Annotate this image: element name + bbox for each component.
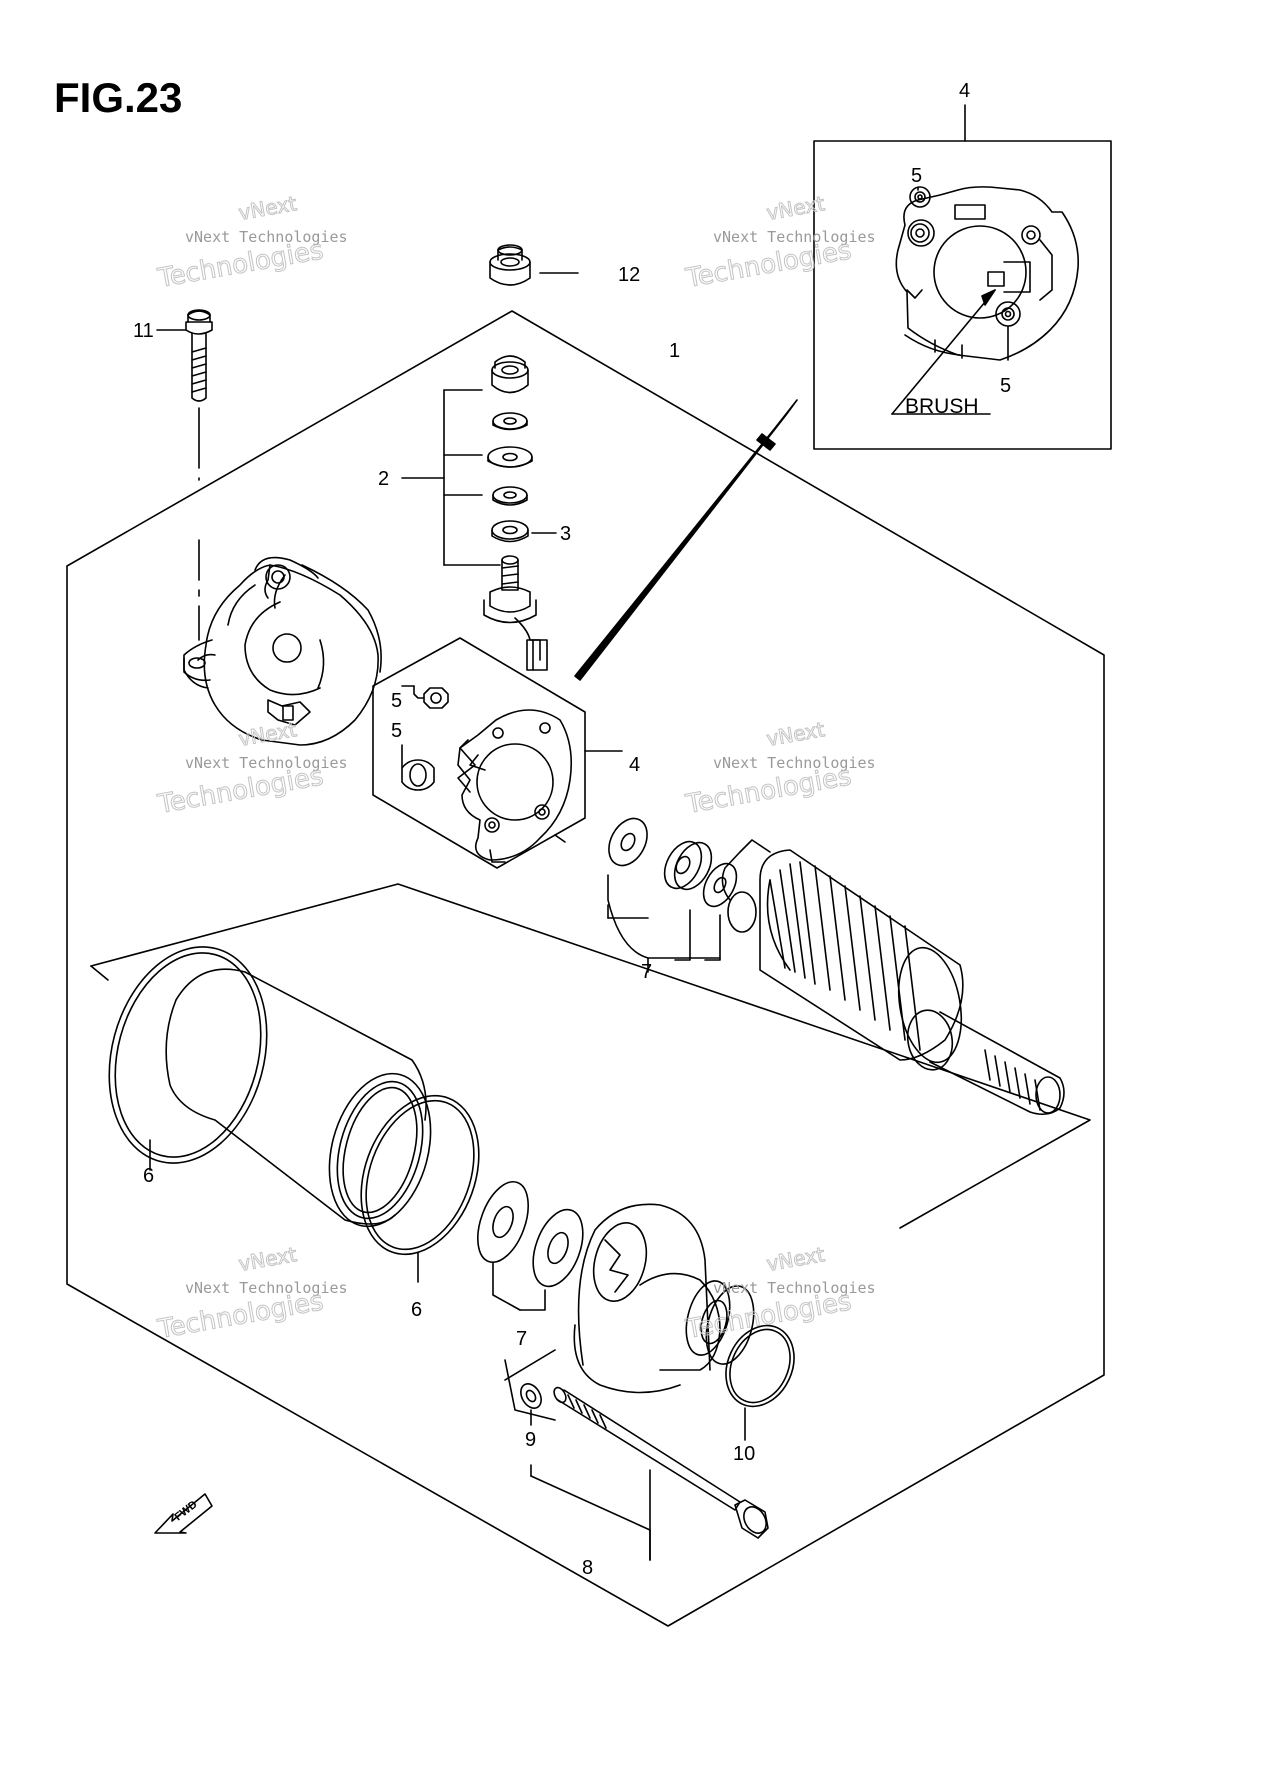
watermark-text: vNext Technologies — [713, 754, 876, 772]
callout-5-spring: 5 — [391, 720, 402, 742]
callout-12: 12 — [618, 264, 640, 286]
callout-4: 4 — [629, 754, 640, 776]
watermark-text: vNext Technologies — [713, 1279, 876, 1297]
callout-5-screw: 5 — [391, 690, 402, 712]
watermark-text: vNext Technologies — [185, 1279, 348, 1297]
watermark-group: vNext vNext Technologies Technologies vN… — [155, 191, 876, 1346]
callout-4-detail: 4 — [959, 80, 970, 102]
watermark-brand: vNext — [237, 191, 299, 225]
brush-holder-detail — [891, 186, 1079, 415]
watermark-brand: vNext — [765, 717, 827, 751]
fwd-arrow-icon — [154, 1493, 213, 1534]
watermark-brand: vNext — [237, 1242, 299, 1276]
watermark-text: vNext Technologies — [185, 228, 348, 246]
callout-5-detail-bottom: 5 — [1000, 375, 1011, 397]
callout-6-left: 6 — [143, 1165, 154, 1187]
callout-6-middle: 6 — [411, 1299, 422, 1321]
callout-3: 3 — [560, 523, 571, 545]
assembly-outline — [66, 310, 1105, 1627]
callout-8: 8 — [582, 1557, 593, 1579]
brush-label: BRUSH — [905, 395, 979, 418]
callout-7-top: 7 — [641, 961, 652, 983]
part-10-o-ring — [725, 1324, 795, 1441]
watermark-text: vNext Technologies — [185, 754, 348, 772]
detail-pointer — [574, 399, 798, 681]
armature — [721, 839, 1065, 1116]
figure-title: FIG.23 — [54, 74, 183, 121]
watermark-brand: vNext — [765, 191, 827, 225]
callout-10: 10 — [733, 1443, 755, 1465]
callout-5-detail-top: 5 — [911, 165, 922, 187]
part-11-bolt — [156, 309, 213, 641]
callout-7-bottom: 7 — [516, 1328, 527, 1350]
part-7-washers-bottom — [477, 1181, 584, 1311]
brush-detail-box — [813, 140, 1112, 450]
watermark-brand: vNext — [237, 717, 299, 751]
part-12-nut — [489, 244, 579, 286]
callout-2: 2 — [378, 468, 389, 490]
callout-1: 1 — [669, 340, 680, 362]
part-4-brush-plate — [372, 637, 623, 869]
rear-cover — [183, 556, 382, 746]
yoke-region — [90, 883, 1091, 1283]
part-7-washers-top — [607, 817, 738, 973]
watermark-brand: vNext — [765, 1242, 827, 1276]
part-2-terminal-stack — [401, 355, 557, 671]
callout-9: 9 — [525, 1429, 536, 1451]
watermark-text: vNext Technologies — [713, 228, 876, 246]
part-8-9-bolts — [504, 1349, 769, 1561]
callout-11: 11 — [133, 320, 154, 342]
